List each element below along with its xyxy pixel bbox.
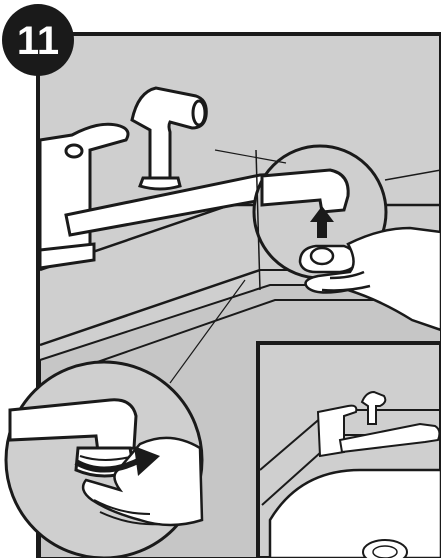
- step-number-badge: 11: [2, 4, 74, 76]
- magnifier-turn: [6, 362, 202, 558]
- step-number: 11: [17, 19, 59, 63]
- inset-panel: [258, 343, 441, 558]
